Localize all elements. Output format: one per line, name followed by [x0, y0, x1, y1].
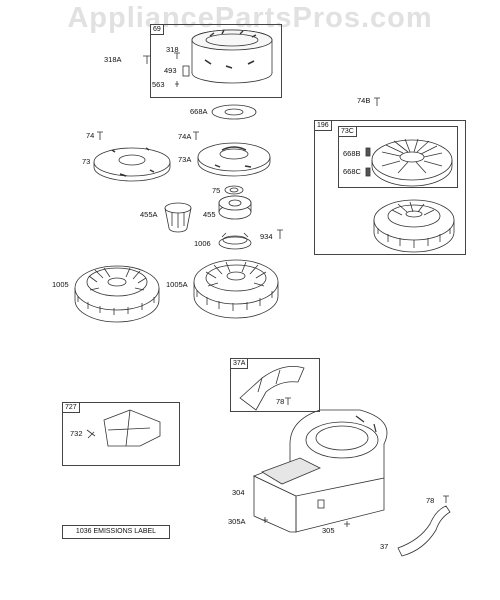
part-196-fan	[373, 199, 455, 253]
callout-75: 75	[212, 186, 221, 195]
callout-727: 727	[62, 402, 80, 413]
part-455A-cup	[164, 202, 192, 233]
part-727-shield	[103, 409, 161, 447]
callout-1005: 1005	[52, 280, 69, 289]
callout-455A: 455A	[140, 210, 158, 219]
callout-196: 196	[314, 120, 332, 131]
part-74A-screw	[193, 131, 199, 140]
part-318A-screw	[143, 55, 151, 64]
part-304-blower-housing	[252, 409, 388, 533]
callout-563: 563	[152, 80, 165, 89]
callout-37: 37	[380, 542, 389, 551]
callout-934: 934	[260, 232, 273, 241]
callout-493: 493	[164, 66, 177, 75]
part-727-box	[62, 402, 180, 466]
callout-73: 73	[82, 157, 91, 166]
part-318-screw	[174, 52, 180, 59]
callout-74: 74	[86, 131, 95, 140]
callout-304: 304	[232, 488, 245, 497]
part-668C-piece	[365, 167, 371, 177]
part-74-screw	[97, 131, 103, 140]
callout-74A: 74A	[178, 132, 192, 141]
callout-1006: 1006	[194, 239, 211, 248]
callout-37A: 37A	[230, 358, 249, 369]
part-493-clip	[182, 65, 190, 77]
part-69-screen	[191, 29, 273, 84]
emissions-label-box: 1036 EMISSIONS LABEL	[62, 525, 170, 539]
part-78-screw-b	[443, 495, 449, 503]
callout-69: 69	[150, 24, 164, 35]
part-668A-plate	[211, 104, 257, 120]
part-455-ratchet	[218, 195, 252, 220]
part-1005A-flywheel	[193, 259, 279, 319]
watermark: AppliancePartsPros.com	[67, 2, 433, 34]
part-74B-screw	[374, 97, 380, 106]
part-73C-box	[338, 126, 458, 188]
part-1005-flywheel	[74, 265, 160, 323]
part-73A-pulley	[197, 142, 271, 177]
part-196-box	[314, 120, 466, 255]
part-305A-screw	[262, 517, 268, 523]
part-37A-box	[230, 358, 320, 412]
callout-305: 305	[322, 526, 335, 535]
callout-668A: 668A	[190, 107, 208, 116]
part-69-box	[150, 24, 282, 98]
part-73C-fan	[371, 138, 453, 187]
part-37A-baffle	[239, 365, 305, 411]
part-934-screw	[277, 229, 283, 239]
callout-318: 318	[166, 45, 179, 54]
part-37-strap	[397, 505, 451, 557]
part-732-screw	[86, 429, 96, 439]
part-78-screw-a	[285, 397, 291, 405]
callout-78-a: 78	[276, 397, 285, 406]
callout-1005A: 1005A	[166, 280, 188, 289]
part-1006-ring	[218, 232, 252, 250]
callout-668C: 668C	[343, 167, 361, 176]
part-668B-piece	[365, 147, 371, 157]
callout-78-b: 78	[426, 496, 435, 505]
part-75-washer	[224, 185, 244, 195]
callout-74B: 74B	[357, 96, 371, 105]
callout-668B: 668B	[343, 149, 361, 158]
callout-318A: 318A	[104, 55, 122, 64]
part-73-pulley	[93, 147, 171, 182]
part-563-screw	[175, 81, 179, 87]
callout-73A: 73A	[178, 155, 192, 164]
callout-455: 455	[203, 210, 216, 219]
callout-305A: 305A	[228, 517, 246, 526]
part-305-screw	[344, 521, 350, 527]
callout-73C: 73C	[338, 126, 357, 137]
callout-732: 732	[70, 429, 83, 438]
